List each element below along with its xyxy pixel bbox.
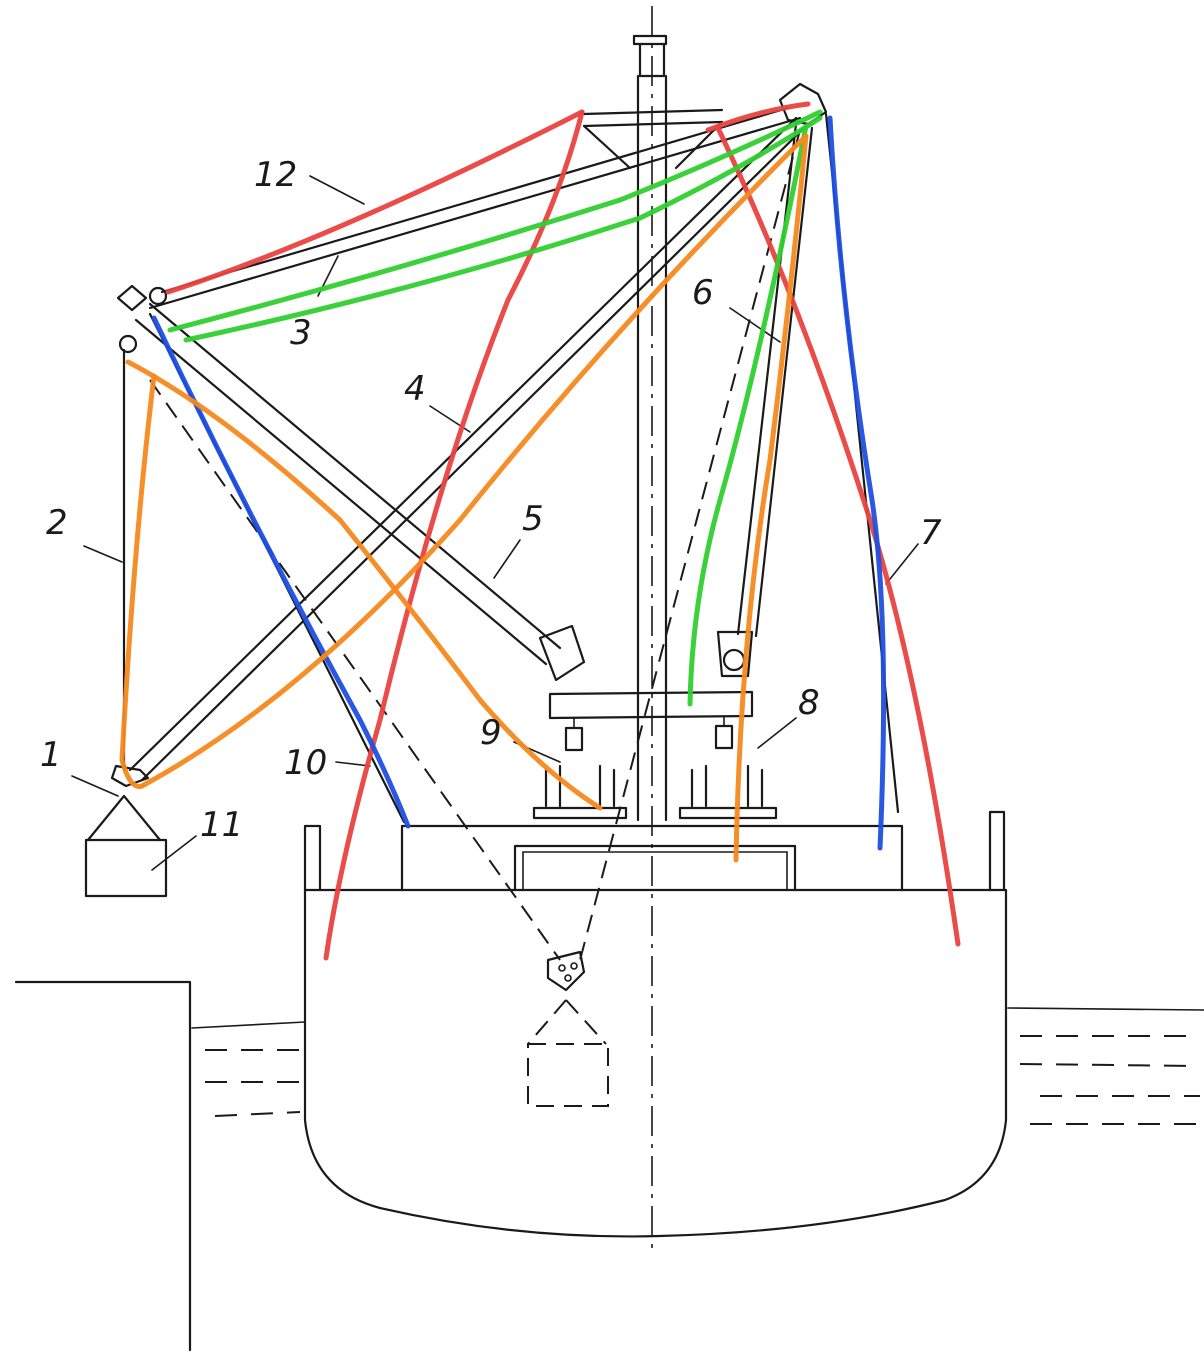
highlight-orange — [119, 133, 809, 863]
label-10: 10 — [284, 743, 327, 783]
label-5: 5 — [522, 499, 544, 539]
highlight-red — [165, 101, 961, 961]
label-8: 8 — [798, 683, 820, 723]
label-6: 6 — [692, 273, 714, 313]
quay — [14, 980, 192, 1352]
cargo-load-hold — [527, 950, 609, 1107]
highlight-green — [167, 109, 823, 707]
label-2: 2 — [46, 503, 68, 543]
label-7: 7 — [920, 513, 942, 553]
label-3: 3 — [290, 313, 312, 353]
highlight-blue — [151, 115, 887, 851]
ship-hull — [303, 810, 1008, 1238]
cargo-load-left — [84, 764, 168, 898]
label-9: 9 — [480, 713, 502, 753]
water-surface — [191, 1007, 1204, 1125]
label-1: 1 — [40, 735, 62, 775]
label-4: 4 — [404, 369, 426, 409]
winches — [532, 715, 778, 820]
mast — [548, 6, 754, 1250]
label-11: 11 — [200, 805, 243, 845]
derrick-booms — [116, 82, 828, 682]
labels: 1 2 3 4 5 6 7 8 9 10 11 12 — [40, 155, 942, 845]
label-12: 12 — [254, 155, 297, 195]
